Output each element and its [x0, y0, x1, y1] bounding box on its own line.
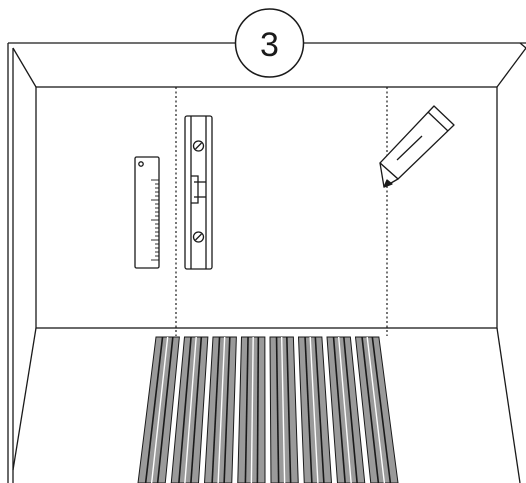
step-number: 3 — [260, 26, 279, 64]
corner-bottom-right — [496, 327, 521, 483]
corner-bottom-left — [12, 327, 37, 471]
room-frame — [7, 42, 526, 483]
ruler-icon — [134, 156, 160, 269]
flooring-strip — [203, 336, 237, 483]
flooring-strip — [137, 336, 180, 483]
flooring-strip — [269, 336, 299, 483]
step-badge: 3 — [234, 8, 305, 78]
flooring-strip — [326, 336, 366, 483]
flooring-strip — [170, 336, 209, 483]
spirit-level-icon — [184, 115, 213, 270]
flooring-strip — [354, 336, 399, 483]
flooring-strips — [137, 336, 399, 483]
ceiling-right-cap — [519, 42, 526, 49]
flooring-strip — [237, 336, 266, 483]
pencil-icon — [379, 105, 455, 188]
back-wall — [35, 86, 498, 329]
flooring-strip — [297, 336, 333, 483]
guide-lines — [175, 87, 388, 336]
corner-top-right — [496, 47, 526, 88]
corner-top-left — [12, 47, 37, 88]
